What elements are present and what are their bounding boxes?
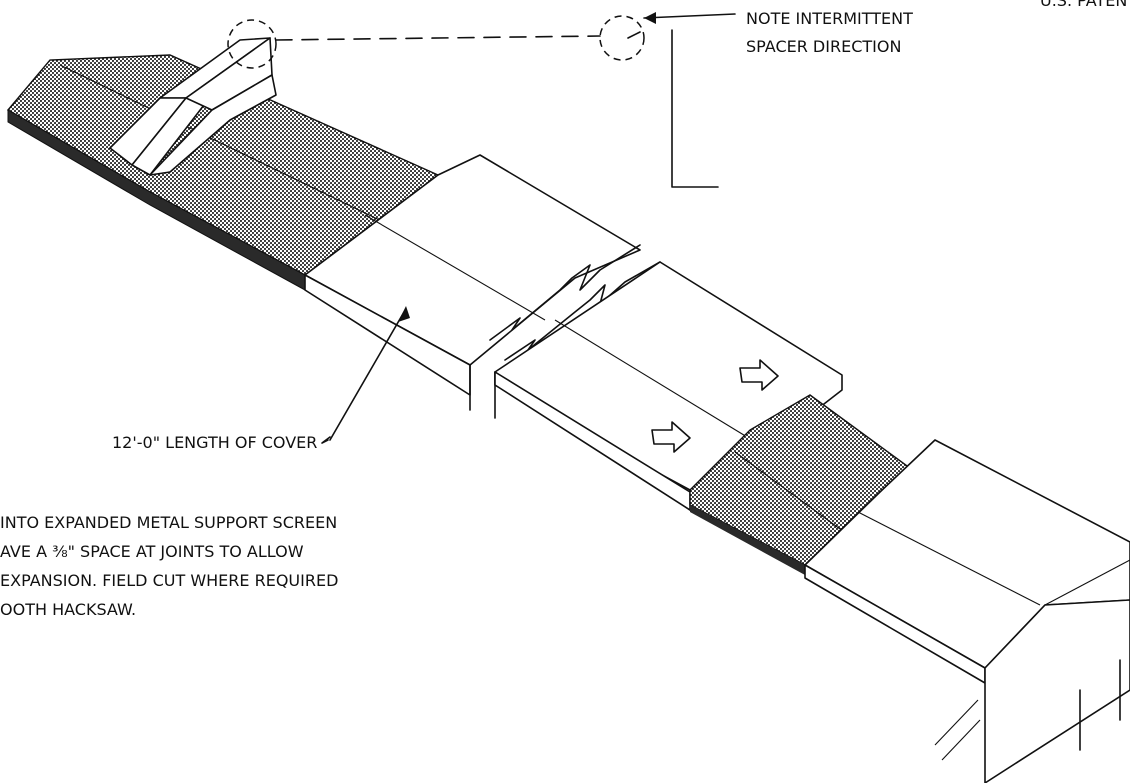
install-note-line2: AVE A ⅜" SPACE AT JOINTS TO ALLOW: [0, 542, 304, 561]
cover-section-1: [304, 154, 641, 411]
cover-length-label: 12'-0" LENGTH OF COVER: [112, 433, 317, 452]
install-note-line3: EXPANSION. FIELD CUT WHERE REQUIRED: [0, 571, 338, 590]
spacer-direction-callout: [227, 12, 736, 188]
arrow-icon: [651, 421, 691, 453]
intermittent-spacer: [109, 37, 277, 176]
cover-section-3: [804, 439, 1130, 783]
cover-length-leader: [321, 306, 410, 444]
arrow-icon: [739, 359, 779, 391]
direction-arrows: [651, 359, 779, 453]
note-label-line2: SPACER DIRECTION: [746, 37, 901, 56]
note-label-line1: NOTE INTERMITTENT: [746, 9, 913, 28]
install-note-line4: OOTH HACKSAW.: [0, 600, 136, 619]
install-note-line1: INTO EXPANDED METAL SUPPORT SCREEN: [0, 513, 337, 532]
support-screen-left: [6, 54, 440, 291]
patent-label: U.S. PATENT #: [1040, 0, 1130, 10]
